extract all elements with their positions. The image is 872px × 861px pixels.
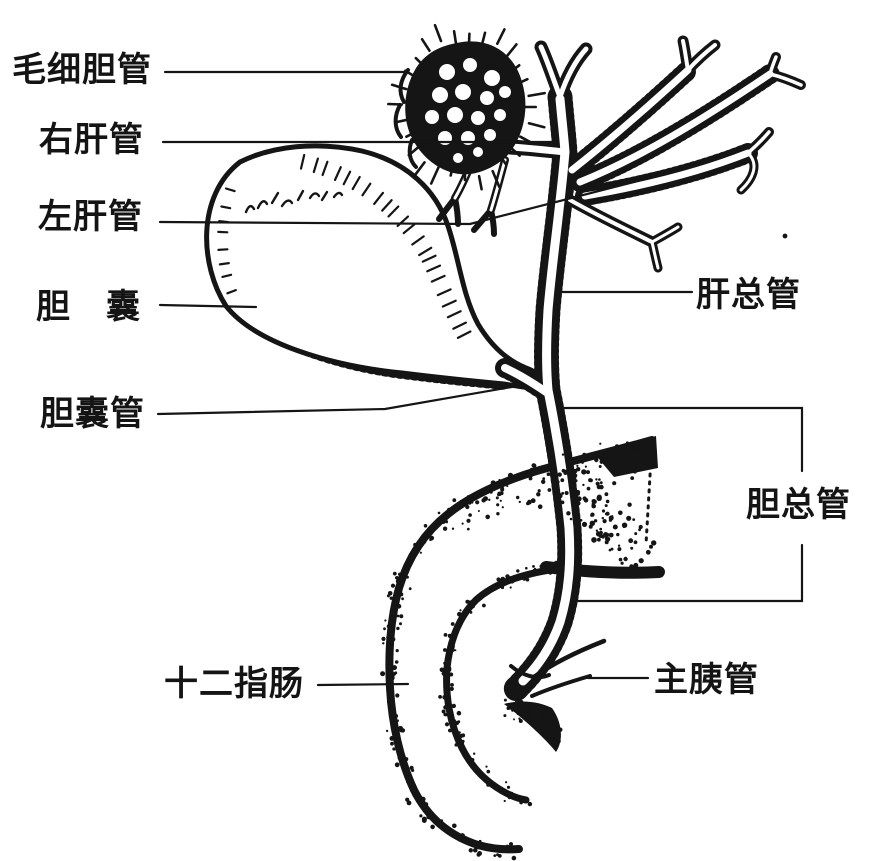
leader-lines xyxy=(156,70,804,687)
leader-cystic-duct xyxy=(156,383,525,416)
leader-gallbladder xyxy=(158,303,258,309)
bile-canaliculi-cluster xyxy=(386,23,546,191)
gallbladder-scribble-texture xyxy=(244,189,344,214)
label-bile-canaliculi: 毛细胆管 xyxy=(12,52,152,89)
pancreatic-duct-lines xyxy=(530,638,607,698)
ink-speck xyxy=(782,233,788,239)
label-duodenum: 十二指肠 xyxy=(164,666,304,703)
label-common-bile-duct: 胆总管 xyxy=(746,487,851,524)
leader-duodenum xyxy=(316,682,410,687)
hepatic-duct-tree xyxy=(436,35,806,703)
duodenum-shape xyxy=(389,436,665,849)
label-left-hepatic-duct: 左肝管 xyxy=(38,199,143,236)
label-gallbladder: 胆 囊 xyxy=(36,289,141,326)
label-main-pancreatic-duct: 主胰管 xyxy=(654,662,759,699)
stipple-texture xyxy=(217,153,657,861)
label-right-hepatic-duct: 右肝管 xyxy=(39,122,144,159)
leader-common-bile-duct-bracket xyxy=(560,406,804,603)
label-cystic-duct: 胆囊管 xyxy=(40,396,145,433)
leader-left-hepatic-duct xyxy=(158,169,679,226)
gallbladder-shape xyxy=(204,143,544,392)
label-common-hepatic-duct: 肝总管 xyxy=(696,277,801,314)
